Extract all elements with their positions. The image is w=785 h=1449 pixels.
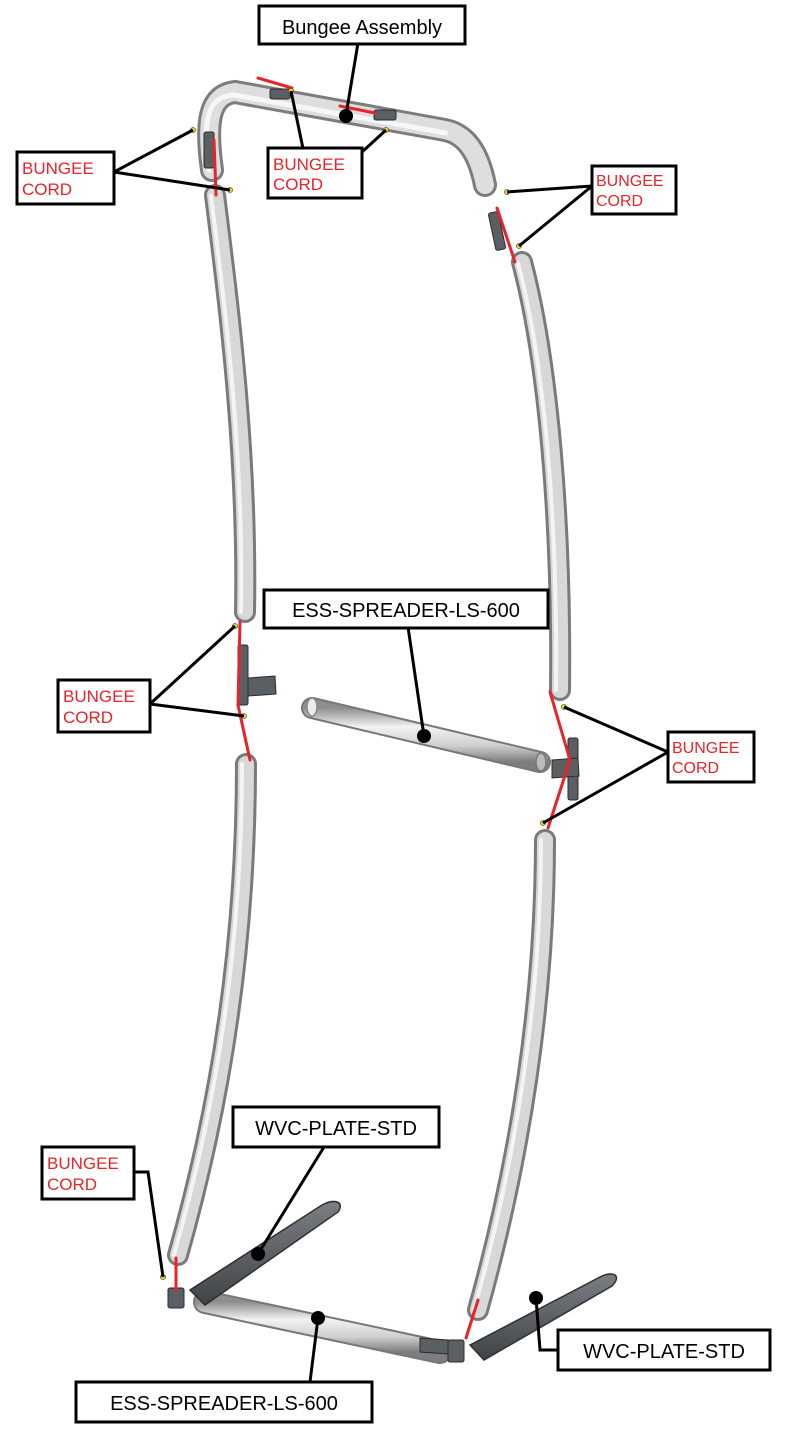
bottom-spreader-tube xyxy=(193,1290,452,1364)
cord-label-word2: CORD xyxy=(596,193,643,210)
label-plate-left: WVC-PLATE-STD xyxy=(231,1105,441,1149)
cord-label-word2: CORD xyxy=(22,180,72,199)
label-bungee-cord-top-right: BUNGEE CORD xyxy=(590,164,678,216)
cord-label-word1: BUNGEE xyxy=(672,740,740,757)
lower-right-tube xyxy=(467,829,556,1321)
lower-left-tube xyxy=(167,753,257,1266)
cord-label-word2: CORD xyxy=(273,175,323,194)
left-base-plate xyxy=(188,1200,342,1306)
label-bungee-cord-bottom-left: BUNGEE CORD xyxy=(40,1145,136,1201)
cord-label-word2: CORD xyxy=(47,1175,97,1194)
label-bungee-cord-mid-right: BUNGEE CORD xyxy=(666,730,756,784)
label-bungee-cord-mid-left: BUNGEE CORD xyxy=(56,678,152,734)
cord-label-word1: BUNGEE xyxy=(22,159,94,178)
leader-lines xyxy=(113,42,669,1383)
label-bungee-cord-top-center: BUNGEE CORD xyxy=(266,146,364,200)
label-spreader-bottom: ESS-SPREADER-LS-600 xyxy=(74,1380,374,1424)
label-plate-right: WVC-PLATE-STD xyxy=(556,1328,772,1372)
cord-label-word2: CORD xyxy=(672,760,719,777)
label-bungee-assembly: Bungee Assembly xyxy=(257,4,467,46)
label-spreader-middle: ESS-SPREADER-LS-600 xyxy=(262,588,550,630)
callout-dots xyxy=(251,109,543,1325)
upper-left-tube xyxy=(204,184,257,623)
upper-right-tube xyxy=(511,251,572,701)
label-bungee-cord-top-left: BUNGEE CORD xyxy=(15,150,116,206)
cord-label-word1: BUNGEE xyxy=(596,173,664,190)
right-base-plate xyxy=(468,1273,618,1361)
cord-label-word1: BUNGEE xyxy=(47,1154,119,1173)
cord-label-word1: BUNGEE xyxy=(63,687,135,706)
cord-label-word1: BUNGEE xyxy=(273,155,345,174)
spreader-bottom-text: ESS-SPREADER-LS-600 xyxy=(110,1393,338,1415)
plate-left-text: WVC-PLATE-STD xyxy=(255,1118,417,1140)
plate-right-text: WVC-PLATE-STD xyxy=(583,1341,745,1363)
bungee-assembly-text: Bungee Assembly xyxy=(282,17,442,39)
spreader-middle-text: ESS-SPREADER-LS-600 xyxy=(292,600,520,622)
cord-label-word2: CORD xyxy=(63,708,113,727)
